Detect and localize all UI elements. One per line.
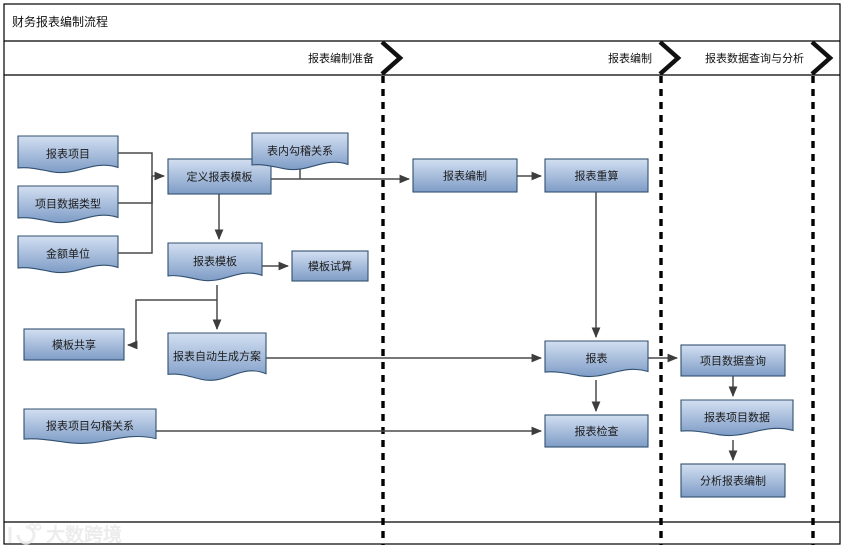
rect-shape [23,328,125,361]
node-n9[interactable]: 报表自动生成方案 [167,332,267,381]
node-n11[interactable]: 报表编制 [412,158,518,193]
node-label: 模板试算 [308,259,352,273]
watermark-label: 大数跨境 [46,523,122,546]
document-shape [23,408,157,444]
document-shape [17,185,119,224]
ic-logo-icon [8,523,42,545]
rect-shape [544,414,649,448]
node-n17[interactable]: 分析报表编制 [680,463,786,498]
rect-shape [291,250,369,282]
node-label: 分析报表编制 [700,474,766,488]
node-label: 模板共享 [52,338,96,352]
node-label: 报表模板 [193,254,237,268]
node-n5[interactable]: 表内勾稽关系 [251,132,349,171]
phase-label-2: 报表编制 [608,51,652,65]
node-label: 报表 [586,351,608,365]
phase-band: 报表编制准备 报表编制 报表数据查询与分析 [308,40,834,76]
node-n13[interactable]: 报表 [544,340,649,378]
document-shape [17,235,119,274]
document-shape [544,340,649,378]
node-n14[interactable]: 报表检查 [544,414,649,448]
node-n16[interactable]: 报表项目数据 [680,399,794,437]
node-n10[interactable]: 报表项目勾稽关系 [23,408,157,444]
page-title: 财务报表编制流程 [12,14,108,29]
lane-separators [381,76,815,545]
node-label: 项目数据查询 [700,354,766,368]
node-n6[interactable]: 报表模板 [167,242,263,282]
node-n3[interactable]: 金额单位 [17,235,119,274]
rect-shape [680,344,786,377]
node-n7[interactable]: 模板试算 [291,250,369,282]
node-label: 报表检查 [575,424,619,438]
document-shape [167,242,263,282]
document-shape [17,135,119,174]
rect-shape [544,158,649,193]
phase-chevron-1 [380,40,404,76]
edge-n6-n8-path [135,299,217,345]
document-shape [167,332,267,381]
document-shape [251,132,349,171]
node-label: 表内勾稽关系 [267,144,333,158]
node-label: 报表编制 [443,169,487,183]
node-label: 定义报表模板 [187,170,253,184]
phase-label-3: 报表数据查询与分析 [705,51,804,65]
edge-n3-n4 [118,176,153,254]
node-label: 报表项目 [46,147,90,161]
node-label: 报表自动生成方案 [173,349,261,363]
edge-n1-n4 [118,152,153,176]
phase-label-1: 报表编制准备 [308,51,374,65]
rect-shape [412,158,518,193]
node-n2[interactable]: 项目数据类型 [17,185,119,224]
page-frame [3,3,841,545]
edge-n2-n4 [118,176,153,204]
node-label: 报表项目勾稽关系 [46,419,134,433]
document-shape [680,399,794,437]
connectors [118,152,738,462]
node-n1[interactable]: 报表项目 [17,135,119,174]
node-n12[interactable]: 报表重算 [544,158,649,193]
node-label: 报表重算 [575,169,619,183]
flow-nodes: 报表项目项目数据类型金额单位定义报表模板表内勾稽关系报表模板模板试算模板共享报表… [17,132,794,498]
rect-shape [680,463,786,498]
node-n8[interactable]: 模板共享 [23,328,125,361]
watermark: 大数跨境 [8,523,122,546]
phase-chevron-2 [658,40,682,76]
node-n15[interactable]: 项目数据查询 [680,344,786,377]
node-label: 金额单位 [46,247,90,261]
phase-chevron-3 [810,40,834,76]
node-label: 项目数据类型 [35,197,101,211]
node-label: 报表项目数据 [704,410,770,424]
